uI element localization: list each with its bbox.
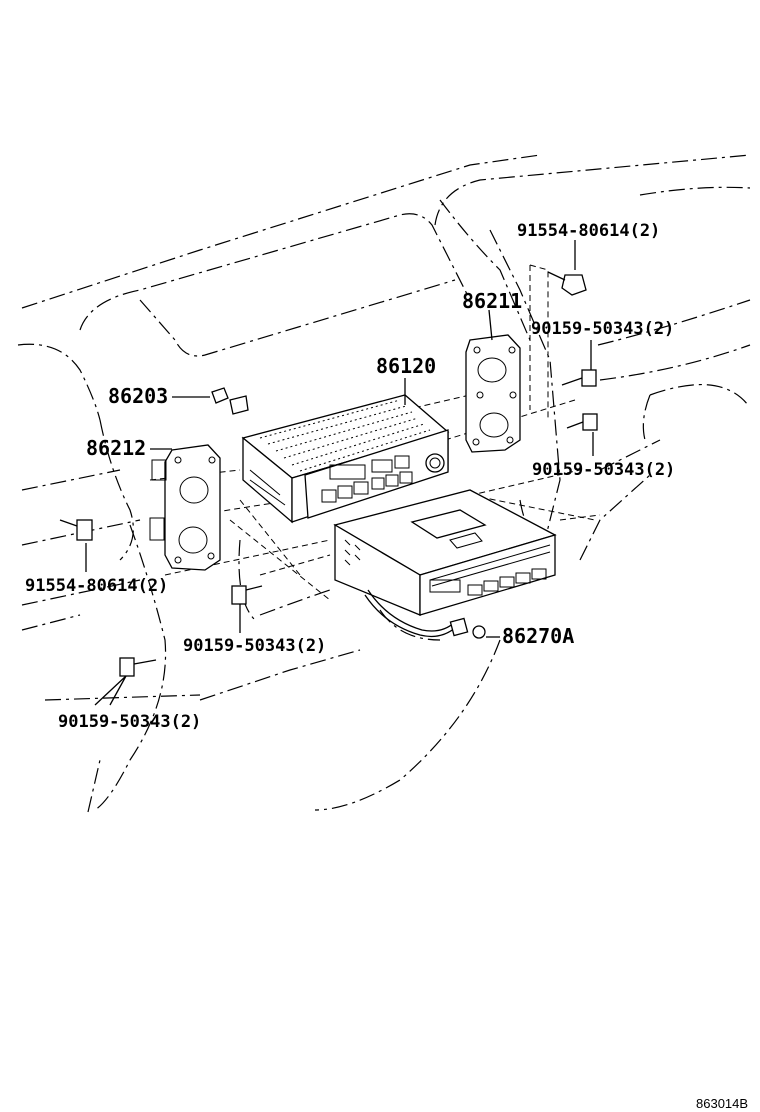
label-90159-50343-right-lower: 90159-50343(2)	[532, 460, 675, 480]
label-91554-80614-left: 91554-80614(2)	[25, 576, 168, 596]
label-91554-80614-right: 91554-80614(2)	[517, 221, 660, 241]
bolt-90159-right-lower	[566, 413, 598, 431]
label-86270A: 86270A	[502, 624, 574, 648]
part-labels: 91554-80614(2) 86211 90159-50343(2) 8612…	[25, 221, 748, 1111]
drawing-code: 863014B	[696, 1096, 748, 1111]
label-90159-50343-center: 90159-50343(2)	[183, 636, 326, 656]
vent-pattern	[259, 399, 431, 472]
bolt-90159-center	[231, 585, 263, 605]
label-90159-50343-left-lower: 90159-50343(2)	[58, 712, 201, 732]
label-86120: 86120	[376, 354, 436, 378]
bracket-86212	[149, 444, 221, 571]
bolt-90159-right-upper	[561, 369, 597, 387]
bolt-91554-left	[59, 519, 93, 541]
bolt-91554-right	[547, 271, 587, 296]
clip-86203	[211, 387, 249, 415]
leader-lines	[85, 240, 594, 706]
label-90159-50343-right-upper: 90159-50343(2)	[531, 319, 674, 339]
cable-86270A	[364, 589, 486, 639]
label-86211: 86211	[462, 289, 522, 313]
label-86203: 86203	[108, 384, 168, 408]
radio-receiver-86120	[241, 394, 450, 524]
bracket-86211	[465, 334, 521, 453]
bolt-90159-left-lower	[119, 657, 157, 677]
cd-player-unit	[333, 489, 557, 616]
label-86212: 86212	[86, 436, 146, 460]
